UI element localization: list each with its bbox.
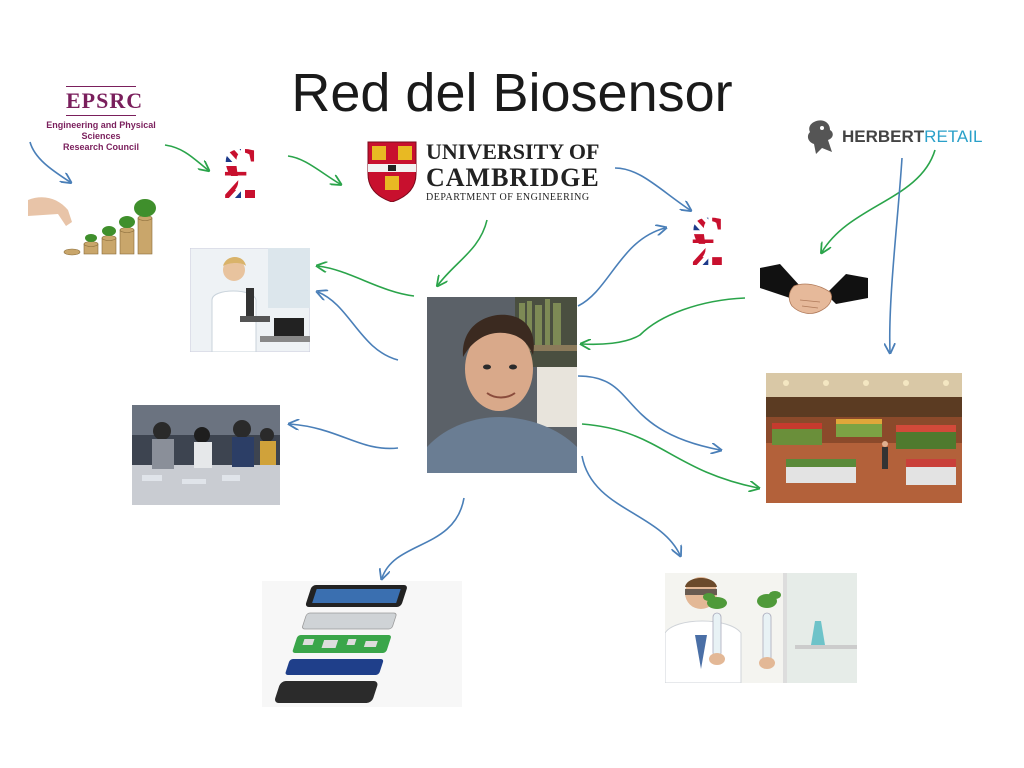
cambridge-line3: DEPARTMENT OF ENGINEERING bbox=[426, 192, 590, 203]
pound-union-jack-icon: £ bbox=[689, 206, 726, 272]
arrow-cambridge-to-pound2 bbox=[614, 167, 690, 210]
pound-union-jack-icon: £ bbox=[222, 138, 259, 204]
arrow-herbert-to-supermarket bbox=[890, 157, 903, 352]
slide-title: Red del Biosensor bbox=[291, 63, 733, 123]
arrow-researcher-to-lab1-blue bbox=[318, 292, 399, 361]
retail-word: RETAIL bbox=[924, 127, 983, 146]
researcher-portrait bbox=[427, 297, 577, 473]
epsrc-logo: EPSRC Engineering and Physical Sciences … bbox=[26, 86, 176, 153]
herbert-retail-logo: HERBERTRETAIL bbox=[806, 118, 1006, 158]
arrow-researcher-to-supermarket-green bbox=[581, 423, 758, 488]
cambridge-line2: CAMBRIDGE bbox=[426, 163, 600, 192]
herbert-word: HERBERT bbox=[842, 127, 925, 146]
arrow-researcher-to-supermarket-blue bbox=[577, 375, 720, 450]
arrow-epsrc-to-investment bbox=[29, 141, 70, 182]
cambridge-logo: UNIVERSITY OF CAMBRIDGE DEPARTMENT OF EN… bbox=[366, 140, 616, 204]
arrow-researcher-to-lab1 bbox=[318, 266, 415, 297]
coins-plant-icon bbox=[28, 197, 156, 256]
arrow-researcher-to-pound2 bbox=[577, 228, 665, 307]
arrow-pound-to-cambridge bbox=[287, 155, 340, 184]
students-lab-photo bbox=[132, 405, 280, 505]
epsrc-subtitle-1: Engineering and Physical Sciences bbox=[46, 120, 156, 141]
phone-electronics-photo bbox=[262, 581, 462, 707]
arrow-researcher-to-students bbox=[290, 424, 399, 450]
arrow-herbert-to-handshake bbox=[822, 149, 936, 252]
arrow-researcher-to-plantlab bbox=[581, 455, 680, 555]
epsrc-subtitle-2: Research Council bbox=[62, 142, 140, 152]
cambridge-line1: UNIVERSITY OF bbox=[426, 139, 600, 164]
handshake-icon bbox=[760, 264, 868, 314]
arrow-researcher-to-electronics bbox=[382, 497, 465, 578]
arrow-epsrc-to-pound bbox=[164, 144, 208, 170]
lab-researcher-photo bbox=[190, 248, 310, 352]
arrow-cambridge-to-researcher bbox=[438, 219, 488, 285]
arrow-handshake-to-researcher bbox=[582, 297, 746, 344]
epsrc-name: EPSRC bbox=[66, 88, 144, 113]
gryphon-icon bbox=[807, 120, 833, 154]
supermarket-photo bbox=[766, 373, 962, 503]
plant-scientist-photo bbox=[665, 573, 857, 683]
cambridge-shield-icon bbox=[367, 141, 417, 202]
